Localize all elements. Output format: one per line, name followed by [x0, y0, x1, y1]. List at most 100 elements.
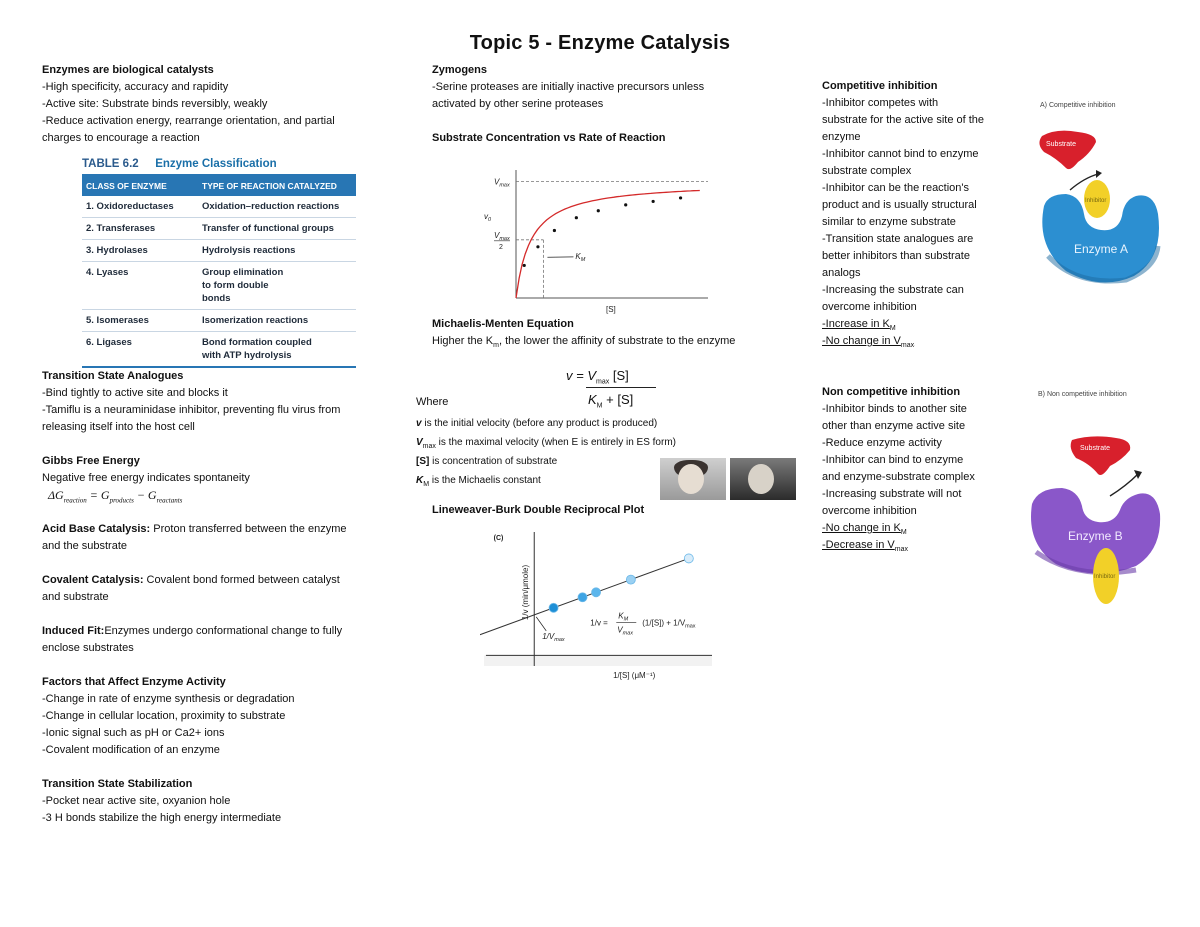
text-line: Negative free energy indicates spontanei…: [42, 472, 250, 484]
text-line: -Pocket near active site, oxyanion hole: [42, 795, 231, 807]
enzyme-shape: [1031, 488, 1161, 574]
inhibitor-label: Inhibitor: [1094, 574, 1115, 580]
text-line: -Increasing the substrate can: [822, 284, 964, 296]
inverse-vmax-label: 1/Vmax: [542, 632, 565, 643]
inline-text: -No change in K: [822, 522, 901, 534]
def-text: is the initial velocity (before any prod…: [421, 418, 658, 429]
formula-denominator: KM + [S]: [588, 392, 634, 410]
data-point: [624, 203, 628, 207]
eq-sub: products: [109, 496, 134, 505]
table-cell: 2. Transferases: [86, 223, 156, 234]
formula-sub: max: [596, 378, 610, 386]
data-point: [683, 553, 694, 564]
data-point: [577, 592, 588, 603]
eq-sub: reactants: [156, 496, 183, 505]
section-zymogens: Zymogens -Serine proteases are initially…: [432, 62, 792, 113]
lb-fit-line: [480, 557, 689, 636]
text-line: analogs: [822, 267, 861, 279]
x-axis-label: 1/[S] (μM⁻¹): [613, 671, 656, 680]
lineweaver-burk-chart: (C)1/v (min/μmole)1/[S] (μM⁻¹)−1/KM1/Vma…: [480, 532, 712, 680]
photo-michaelis: [730, 458, 796, 500]
text-line: -Inhibitor binds to another site: [822, 403, 967, 415]
vmax-label: Vmax: [494, 178, 510, 189]
data-point: [548, 602, 559, 613]
underlined-line: -No change in Vmax: [822, 333, 1022, 350]
inline-text: Covalent bond formed between catalyst: [143, 574, 340, 586]
section-acid-base-catalysis: Acid Base Catalysis: Proton transferred …: [42, 521, 392, 555]
text-line: and the substrate: [42, 540, 128, 552]
lb-eq-denominator: Vmax: [617, 626, 633, 637]
table-cell: Hydrolysis reactions: [202, 245, 296, 256]
text-line: Covalent Catalysis: Covalent bond formed…: [42, 572, 392, 589]
km-label: KM: [575, 252, 585, 263]
arrow-head: [1096, 170, 1102, 178]
eq-part: = G: [86, 488, 110, 502]
formula-part: + [S]: [602, 392, 634, 407]
text-line: releasing itself into the host cell: [42, 421, 195, 433]
section-factors: Factors that Affect Enzyme Activity -Cha…: [42, 674, 392, 759]
inhibitor-shape: [1084, 180, 1110, 218]
text-line: enclose substrates: [42, 642, 134, 654]
table-cell: Transfer of functional groups: [202, 223, 334, 234]
text-line: overcome inhibition: [822, 301, 917, 313]
table-cell: 6. Ligases: [86, 337, 132, 348]
text-line: -Inhibitor can be the reaction's: [822, 182, 970, 194]
lb-eq-numerator: KM: [618, 612, 628, 623]
text-line: better inhibitors than substrate: [822, 250, 970, 262]
panel-label: (C): [494, 535, 504, 542]
michaelis-section: Michaelis-Menten Equation Higher the Km,…: [432, 316, 792, 350]
left-column-lower: Transition State Analogues -Bind tightly…: [42, 368, 392, 844]
text-line: -Increasing substrate will not: [822, 488, 962, 500]
section-heading: Competitive inhibition: [822, 80, 938, 92]
table-cell: 4. Lyases: [86, 267, 129, 278]
section-heading: Lineweaver-Burk Double Reciprocal Plot: [432, 504, 645, 516]
data-point: [522, 263, 526, 268]
table-cell: Oxidation–reduction reactions: [202, 201, 340, 212]
def-symbol: V: [416, 437, 423, 448]
half-denominator: 2: [499, 244, 503, 251]
text-line: substrate complex: [822, 165, 912, 177]
def-text: is concentration of substrate: [429, 456, 558, 467]
enzyme-shape: [1042, 194, 1159, 283]
text-line: Higher the Km, the lower the affinity of…: [432, 333, 792, 350]
formula-part: v = V: [566, 368, 596, 383]
column-header: TYPE OF REACTION CATALYZED: [202, 181, 337, 191]
v0-label: v0: [484, 212, 492, 223]
text-line: -Change in rate of enzyme synthesis or d…: [42, 693, 295, 705]
substrate-shape: [1039, 130, 1096, 170]
text-line: and enzyme-substrate complex: [822, 471, 975, 483]
def-text: is the Michaelis constant: [429, 475, 541, 486]
table-cell: Isomerization reactions: [202, 315, 309, 326]
section-heading: Transition State Stabilization: [42, 778, 193, 790]
section-gibbs-free-energy: Gibbs Free Energy Negative free energy i…: [42, 453, 392, 504]
lb-eq-rhs: (1/[S]) + 1/Vmax: [642, 619, 696, 630]
text-line: -Active site: Substrate binds reversibly…: [42, 98, 268, 110]
text-line: Acid Base Catalysis: Proton transferred …: [42, 521, 392, 538]
section-noncompetitive-inhibition: Non competitive inhibition -Inhibitor bi…: [822, 384, 1022, 554]
text-line: substrate for the active site of the: [822, 114, 985, 126]
eq-sub: reaction: [63, 496, 87, 505]
text-line: other than enzyme active site: [822, 420, 966, 432]
text-line: -Serine proteases are initially inactive…: [432, 81, 705, 93]
inhibitor-shape: [1093, 548, 1119, 604]
definition-line: Vmax is the maximal velocity (when E is …: [416, 433, 676, 452]
section-transition-state-analogues: Transition State Analogues -Bind tightly…: [42, 368, 392, 436]
plot-floor: [484, 655, 712, 666]
column-header: CLASS OF ENZYME: [86, 181, 167, 191]
data-point: [651, 199, 655, 204]
data-point: [625, 574, 636, 585]
mm-curve: [515, 189, 700, 299]
inline-sub: max: [900, 342, 915, 350]
section-heading: Factors that Affect Enzyme Activity: [42, 676, 226, 688]
left-column: Enzymes are biological catalysts -High s…: [42, 62, 392, 164]
data-point: [678, 196, 683, 200]
def-sub: max: [422, 443, 436, 450]
formula-numerator: v = Vmax [S]: [566, 368, 629, 386]
text-line: -Transition state analogues are: [822, 233, 974, 245]
inline-sub: m: [493, 342, 499, 350]
text-line: -Reduce enzyme activity: [822, 437, 942, 449]
table-cell: 5. Isomerases: [86, 315, 149, 326]
